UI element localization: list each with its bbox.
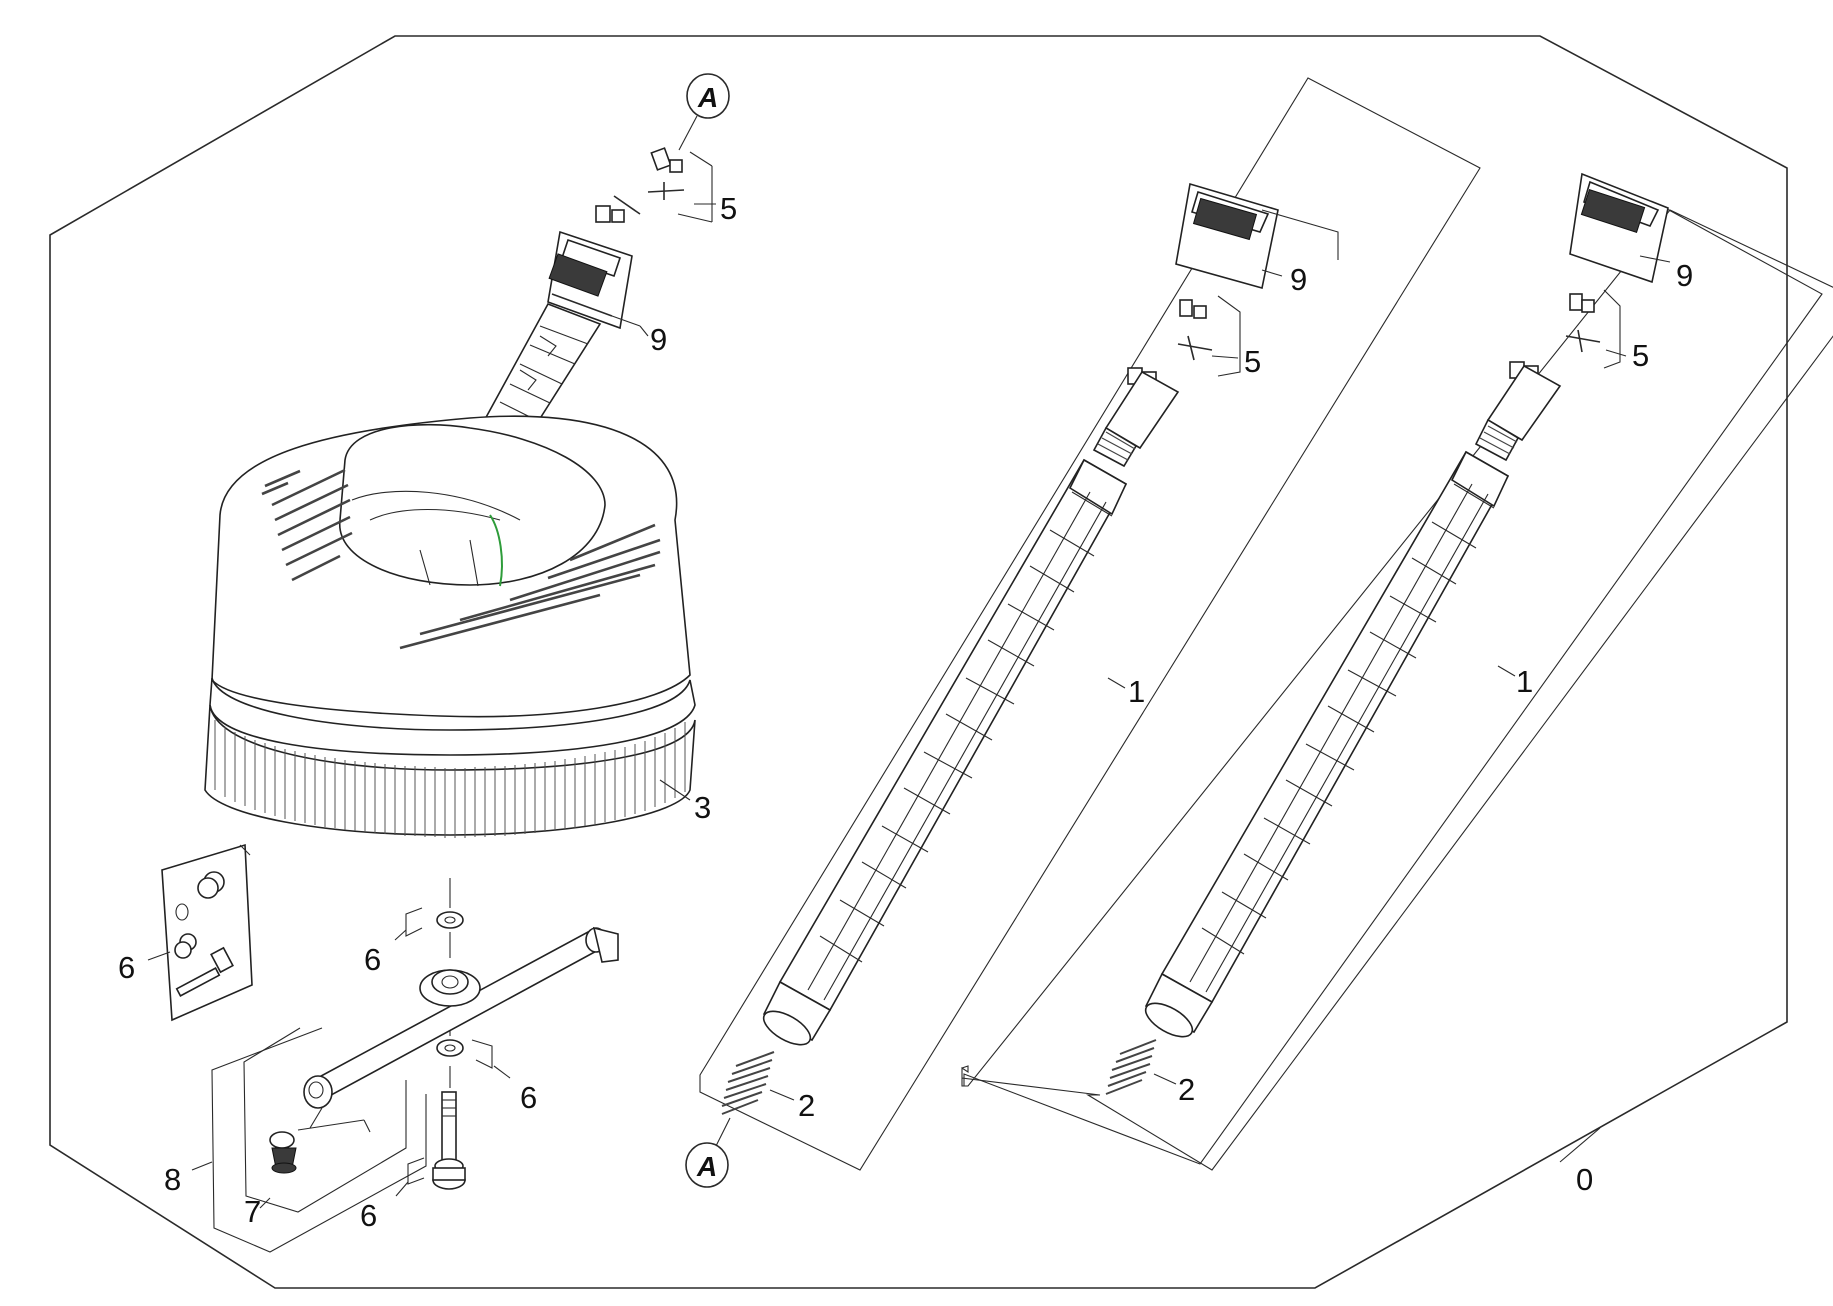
lance-grip-middle bbox=[762, 458, 1128, 1046]
bracket-1-right-frame bbox=[963, 203, 1823, 1165]
callout-9-middle: 9 bbox=[1290, 262, 1307, 297]
reference-a-circle-top bbox=[686, 73, 730, 119]
surface-cleaner-assembly: A 5 9 bbox=[118, 73, 737, 1253]
callout-0: 0 bbox=[1576, 1162, 1593, 1197]
callout-a-bottom: A bbox=[696, 1151, 717, 1182]
bracket-1-middle bbox=[699, 77, 1481, 1171]
callout-8: 8 bbox=[164, 1162, 181, 1197]
callout-6-kit: 6 bbox=[118, 950, 135, 985]
callout-2-middle: 2 bbox=[798, 1088, 815, 1123]
part-5-seal-kit-upper bbox=[595, 147, 713, 223]
part-2-spring-right bbox=[1105, 1039, 1157, 1095]
callout-5-upper: 5 bbox=[720, 191, 737, 226]
bracket-6-lower bbox=[407, 1157, 425, 1185]
callout-a-top: A bbox=[697, 82, 718, 113]
callout-5-right: 5 bbox=[1632, 338, 1649, 373]
callout-5-middle: 5 bbox=[1244, 344, 1261, 379]
part-7-nozzle bbox=[269, 1107, 371, 1174]
lance-connector-middle bbox=[1092, 367, 1180, 468]
part-5-seal-kit-middle bbox=[1177, 295, 1241, 377]
part-3-brush-ring bbox=[204, 677, 696, 838]
leader-a-bottom bbox=[715, 1117, 731, 1147]
leader-set-0 bbox=[1559, 1127, 1601, 1163]
part-9-quick-coupler-left bbox=[547, 230, 649, 337]
part-2-spring-middle bbox=[721, 1051, 775, 1115]
part-9-quick-coupler-middle bbox=[1175, 182, 1339, 290]
callout-7: 7 bbox=[244, 1194, 261, 1229]
bracket-8 bbox=[211, 1027, 427, 1253]
callout-1-middle: 1 bbox=[1128, 674, 1145, 709]
leader-2-middle bbox=[769, 1089, 795, 1101]
reference-a-circle-bottom bbox=[685, 1142, 729, 1188]
leader-a-top bbox=[678, 115, 698, 151]
lance-connector-right bbox=[1474, 361, 1562, 462]
leader-6-kit bbox=[147, 951, 171, 961]
spray-lance-right: 1 9 5 bbox=[961, 172, 1833, 1171]
set-boundary-outline bbox=[49, 35, 1788, 1289]
callout-9-left: 9 bbox=[650, 322, 667, 357]
part-6-small-parts-bag bbox=[161, 843, 253, 1022]
callout-1-right: 1 bbox=[1516, 664, 1533, 699]
spray-arm bbox=[303, 926, 619, 1109]
callout-2-right: 2 bbox=[1178, 1072, 1195, 1107]
part-9-quick-coupler-right bbox=[1569, 172, 1671, 284]
axle-bolt bbox=[432, 1091, 466, 1190]
bracket-7 bbox=[243, 1027, 407, 1213]
callout-3: 3 bbox=[694, 790, 711, 825]
leader-2-right bbox=[1153, 1073, 1177, 1085]
brush-bristles bbox=[214, 720, 686, 838]
bracket-6-mid bbox=[471, 1039, 493, 1069]
cleaner-handle-shaft bbox=[476, 303, 602, 452]
bracket-6-upper bbox=[405, 907, 423, 937]
spray-lance-middle: 1 9 5 bbox=[685, 77, 1481, 1188]
callout-9-right: 9 bbox=[1676, 258, 1693, 293]
part-5-seal-kit-right bbox=[1565, 289, 1627, 369]
green-accent-seam bbox=[489, 514, 503, 587]
washer-mid bbox=[436, 1039, 464, 1057]
leader-3 bbox=[659, 779, 691, 801]
cleaner-body-hood bbox=[211, 415, 691, 718]
callout-6-mid: 6 bbox=[520, 1080, 537, 1115]
callout-6-lower: 6 bbox=[360, 1198, 377, 1233]
callout-6-upper: 6 bbox=[364, 942, 381, 977]
washer-upper bbox=[436, 911, 464, 929]
bracket-1-right bbox=[961, 209, 1833, 1171]
lance-grip-right bbox=[1144, 450, 1510, 1038]
